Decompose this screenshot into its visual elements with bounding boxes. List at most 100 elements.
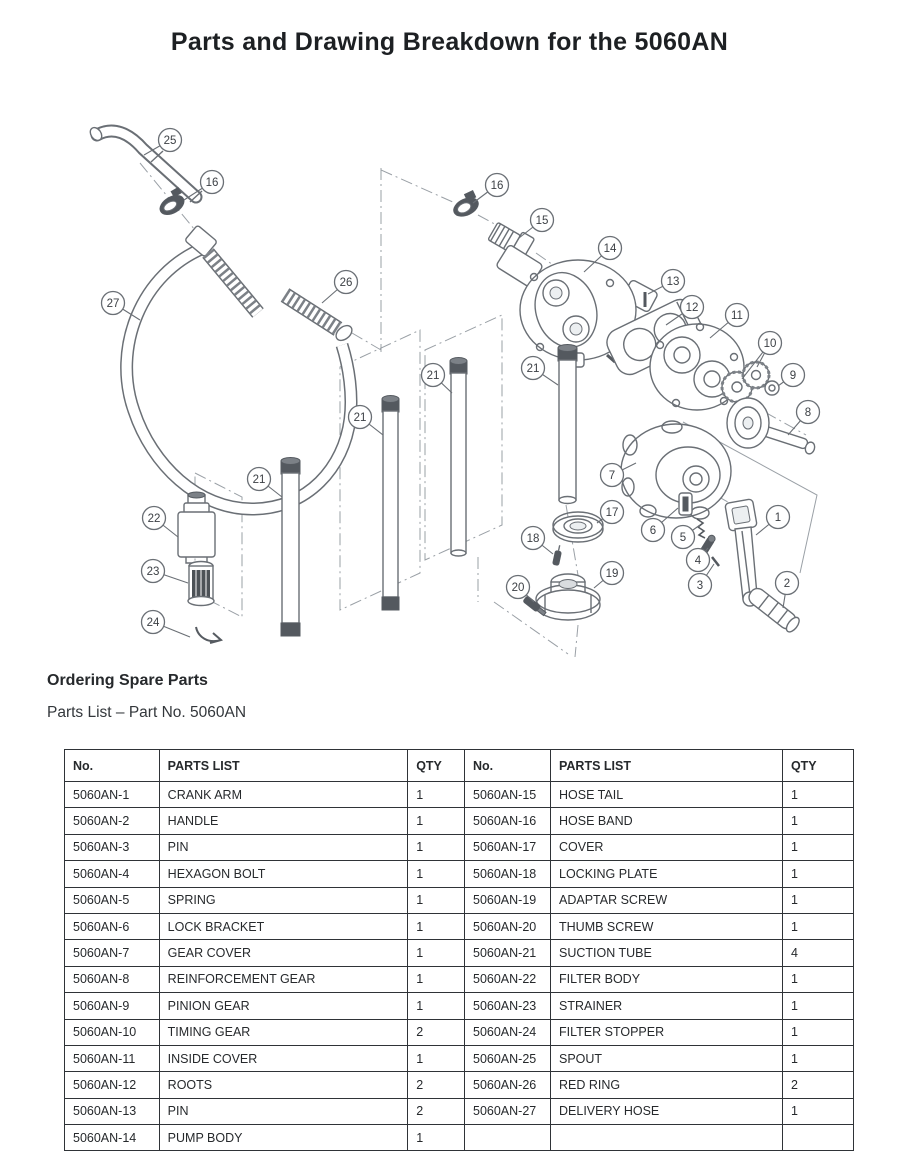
svg-text:26: 26: [340, 277, 353, 289]
locking-plate-part: [552, 545, 562, 566]
part-name-cell: FILTER STOPPER: [550, 1018, 783, 1046]
qty-cell: 2: [781, 1071, 855, 1099]
red-ring-part: [280, 288, 343, 336]
pump-body-part: [496, 245, 658, 368]
part-no-cell: 5060AN-23: [464, 992, 551, 1020]
svg-text:24: 24: [147, 617, 160, 629]
part-no-cell: 5060AN-11: [64, 1044, 160, 1073]
part-name-cell: HEXAGON BOLT: [158, 860, 409, 888]
qty-cell: 1: [407, 833, 465, 862]
hose-band-right-part: [453, 189, 479, 217]
svg-text:16: 16: [206, 177, 219, 189]
column-header: PARTS LIST: [550, 749, 783, 782]
callout-19: 19: [593, 560, 625, 589]
part-name-cell: RED RING: [550, 1071, 783, 1099]
qty-cell: 1: [407, 860, 465, 888]
crank-arm-part: [724, 498, 758, 607]
svg-text:11: 11: [731, 310, 743, 322]
svg-text:12: 12: [686, 302, 699, 314]
qty-cell: 1: [407, 807, 465, 835]
part-name-cell: STRAINER: [550, 992, 783, 1020]
callout-21: 21: [347, 404, 384, 436]
callout-11: 11: [709, 302, 750, 339]
svg-text:14: 14: [604, 243, 617, 255]
callout-25: 25: [143, 127, 183, 156]
qty-cell: 1: [781, 886, 855, 914]
strainer-part: [187, 560, 215, 607]
part-no-cell: 5060AN-19: [464, 886, 551, 914]
part-name-cell: HANDLE: [158, 807, 409, 835]
section-heading: Ordering Spare Parts: [47, 672, 208, 689]
gear-cover-part: [620, 420, 732, 520]
qty-cell: 1: [407, 1124, 465, 1152]
part-no-cell: 5060AN-6: [64, 912, 160, 941]
svg-text:15: 15: [536, 215, 549, 227]
suction-tube-parts: [280, 344, 578, 637]
svg-text:21: 21: [354, 412, 367, 424]
part-no-cell: 5060AN-20: [464, 912, 551, 941]
callout-16: 16: [183, 169, 225, 201]
qty-cell: 1: [407, 965, 465, 994]
svg-text:9: 9: [790, 370, 796, 382]
callout-27: 27: [100, 290, 141, 321]
svg-text:1: 1: [775, 512, 781, 524]
callout-20: 20: [505, 574, 535, 603]
callout-2: 2: [774, 570, 800, 609]
part-no-cell: 5060AN-10: [64, 1018, 160, 1046]
qty-cell: 1: [781, 780, 855, 809]
svg-text:16: 16: [491, 180, 504, 192]
callout-10: 10: [741, 330, 783, 380]
filter-stopper-part: [195, 626, 224, 644]
lock-bracket-part: [678, 492, 693, 516]
callout-9: 9: [777, 362, 806, 388]
part-no-cell: 5060AN-26: [464, 1071, 551, 1099]
qty-cell: 1: [781, 833, 855, 862]
part-name-cell: SPOUT: [550, 1044, 783, 1073]
callout-26: 26: [321, 269, 359, 304]
inside-cover-part: [649, 322, 745, 411]
part-name-cell: PUMP BODY: [158, 1124, 409, 1152]
pinion-gear-part: [764, 380, 780, 396]
part-no-cell: 5060AN-3: [64, 833, 160, 862]
svg-text:8: 8: [805, 407, 811, 419]
spout-part: [89, 124, 203, 204]
part-name-cell: TIMING GEAR: [158, 1018, 409, 1046]
qty-cell: 1: [407, 886, 465, 914]
page-title: Parts and Drawing Breakdown for the 5060…: [170, 28, 729, 56]
part-no-cell: 5060AN-12: [64, 1071, 160, 1099]
qty-cell: 4: [781, 939, 855, 967]
part-no-cell: [464, 1124, 551, 1152]
diagram-svg: 2516272616151413121110987654312171819202…: [89, 124, 821, 658]
reinforcement-gear-part: [726, 397, 816, 455]
part-no-cell: 5060AN-5: [64, 886, 160, 914]
svg-text:21: 21: [427, 370, 440, 382]
svg-text:2: 2: [784, 578, 790, 590]
part-name-cell: PIN: [158, 833, 409, 862]
qty-cell: 1: [407, 992, 465, 1020]
timing-gear-parts: [720, 360, 771, 404]
column-header: No.: [64, 749, 160, 782]
part-name-cell: CRANK ARM: [158, 780, 409, 809]
qty-cell: 1: [781, 992, 855, 1020]
part-no-cell: 5060AN-21: [464, 939, 551, 967]
qty-cell: 1: [781, 1018, 855, 1046]
part-no-cell: 5060AN-1: [64, 780, 160, 809]
part-name-cell: ADAPTAR SCREW: [550, 886, 783, 914]
svg-text:19: 19: [606, 568, 619, 580]
filter-body-part: [177, 491, 216, 564]
qty-cell: 1: [407, 939, 465, 967]
callout-13: 13: [647, 268, 686, 295]
svg-text:13: 13: [667, 276, 680, 288]
part-no-cell: 5060AN-13: [64, 1097, 160, 1126]
callout-14: 14: [583, 235, 623, 273]
part-no-cell: 5060AN-2: [64, 807, 160, 835]
part-name-cell: COVER: [550, 833, 783, 862]
